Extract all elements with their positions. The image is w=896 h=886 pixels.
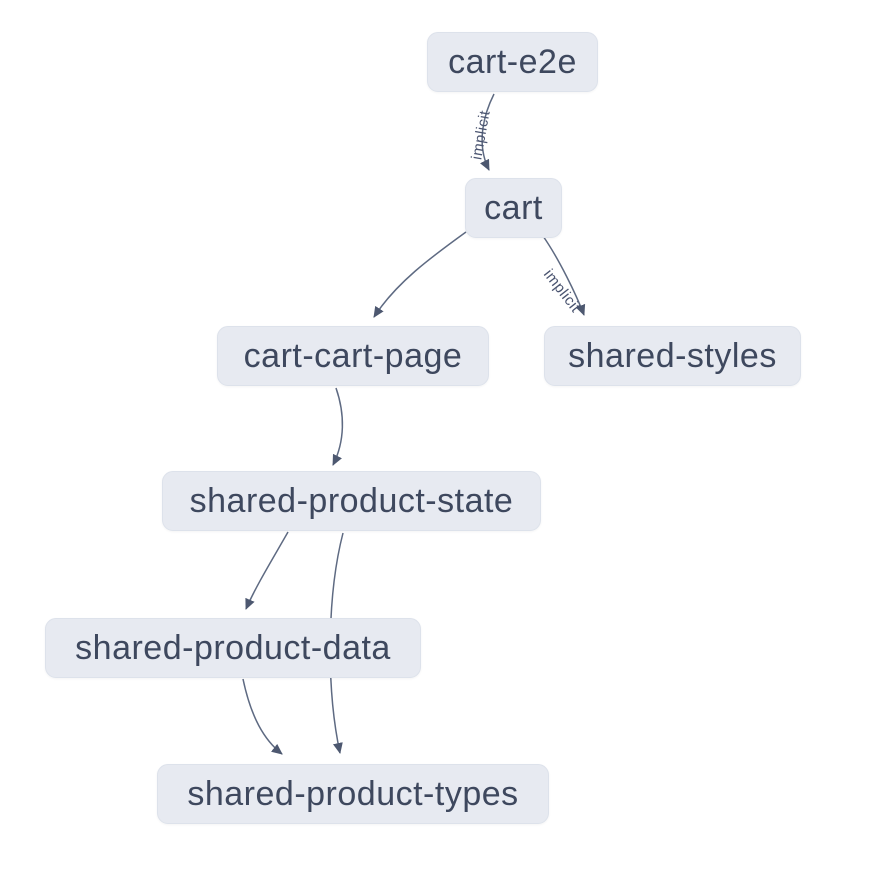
edge-cart-e2e-to-cart (480, 93, 495, 171)
node-shared-product-types[interactable]: shared-product-types (157, 764, 549, 824)
node-label: cart-cart-page (243, 336, 463, 375)
node-label: cart (484, 188, 543, 227)
edge-cart-to-shared-styles (542, 235, 586, 316)
edge-shared-product-data-to-shared-product-types (242, 678, 283, 755)
node-cart-cart-page[interactable]: cart-cart-page (217, 326, 489, 386)
node-label: shared-product-data (75, 628, 391, 667)
node-shared-styles[interactable]: shared-styles (544, 326, 801, 386)
edge-cart-cart-page-to-shared-product-state (332, 387, 344, 466)
node-label: cart-e2e (448, 42, 577, 81)
edge-label-implicit-cart-e2e-cart: implicit (468, 109, 493, 161)
edge-label-implicit-cart-shared-styles: implicit (540, 266, 584, 316)
node-label: shared-product-types (187, 774, 519, 813)
edge-shared-product-state-to-shared-product-data (245, 531, 289, 610)
node-shared-product-data[interactable]: shared-product-data (45, 618, 421, 678)
node-label: shared-product-state (189, 481, 514, 520)
edge-cart-to-cart-cart-page (373, 231, 467, 318)
node-label: shared-styles (568, 336, 777, 375)
node-shared-product-state[interactable]: shared-product-state (162, 471, 541, 531)
node-cart-e2e[interactable]: cart-e2e (427, 32, 598, 92)
node-cart[interactable]: cart (465, 178, 562, 238)
